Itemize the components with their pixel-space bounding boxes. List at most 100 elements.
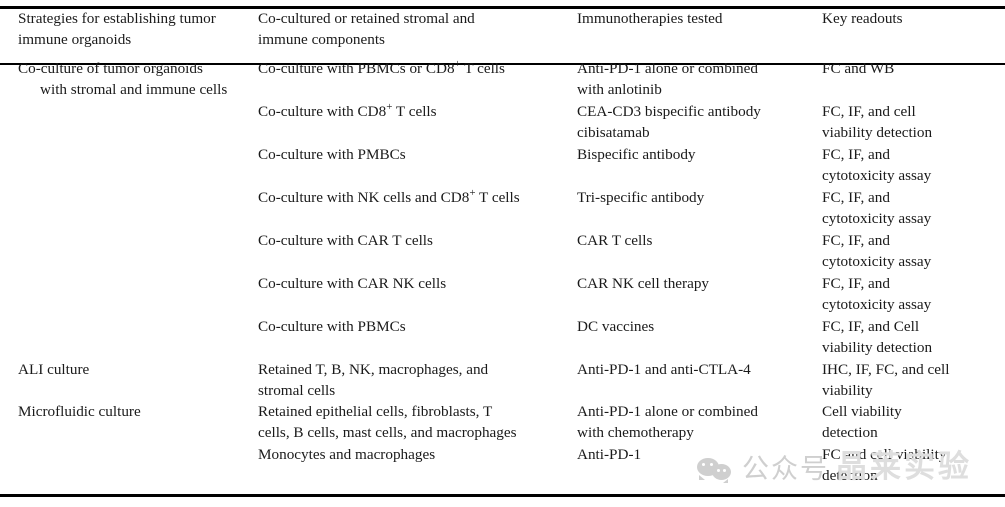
strategy-text: Microfluidic culture	[18, 403, 141, 421]
components-text: Co-culture with NK cells and CD8	[258, 188, 470, 206]
readout-line: viability	[822, 381, 873, 399]
cell-strategy: ALI culture	[0, 359, 258, 402]
cell-strategy: Microfluidic culture	[0, 401, 258, 444]
readout-line: cytotoxicity assay	[822, 295, 932, 313]
readout-line: detection	[822, 424, 878, 442]
header-line: immune organoids	[18, 31, 132, 49]
group-label-line: with stromal and immune cells	[40, 80, 228, 98]
bottom-rule	[0, 494, 1005, 497]
readout-line: viability detection	[822, 338, 933, 356]
cell-components: Co-culture with CD8+ T cells	[258, 101, 577, 144]
cell-components: Co-culture with CAR T cells	[258, 230, 577, 273]
readout-line: FC, IF, and	[822, 188, 890, 206]
components-line: stromal cells	[258, 381, 336, 399]
header-line: Key readouts	[822, 10, 903, 27]
table-row: Co-culture with PBMCs DC vaccines FC, IF…	[0, 316, 1005, 359]
cell-readout: FC, IF, and cell viability detection	[822, 101, 1005, 144]
cell-therapy: Anti-PD-1 alone or combined with chemoth…	[577, 401, 822, 444]
readout-line: IHC, IF, FC, and cell	[822, 360, 950, 378]
cell-readout: FC and WB	[822, 58, 1005, 101]
table-row: Co-culture with CAR T cells CAR T cells …	[0, 230, 1005, 273]
cell-components: Monocytes and macrophages	[258, 444, 577, 487]
therapy-line: Bispecific antibody	[577, 145, 696, 163]
table-header: Strategies for establishing tumor immune…	[0, 0, 1005, 51]
readout-line: Cell viability	[822, 403, 902, 421]
components-text: Co-culture with CAR T cells	[258, 231, 433, 249]
components-line: Monocytes and macrophages	[258, 445, 436, 463]
readout-line: cytotoxicity assay	[822, 209, 932, 227]
table-row: Co-culture with CD8+ T cells CEA-CD3 bis…	[0, 101, 1005, 144]
therapy-line: CEA-CD3 bispecific antibody	[577, 102, 761, 120]
readout-line: FC, IF, and	[822, 274, 890, 292]
table-row: Co-culture with CAR NK cells CAR NK cell…	[0, 273, 1005, 316]
gap-cell	[822, 51, 1005, 58]
therapy-line: CAR T cells	[577, 231, 653, 249]
therapy-line: with chemotherapy	[577, 424, 694, 442]
therapy-line: Anti-PD-1 alone or combined	[577, 403, 758, 421]
readout-line: detection	[822, 467, 878, 485]
readout-line: cytotoxicity assay	[822, 252, 932, 270]
cell-therapy: CAR NK cell therapy	[577, 273, 822, 316]
header-cell-strategies: Strategies for establishing tumor immune…	[0, 0, 258, 51]
cell-therapy: Anti-PD-1 alone or combined with anlotin…	[577, 58, 822, 101]
therapy-line: Tri-specific antibody	[577, 188, 705, 206]
readout-line: FC, IF, and Cell	[822, 317, 920, 335]
gap-cell	[258, 51, 577, 58]
table-row: Microfluidic culture Retained epithelial…	[0, 401, 1005, 444]
components-text-tail: T cells	[392, 102, 437, 120]
therapy-line: Anti-PD-1 alone or combined	[577, 59, 758, 77]
cell-components: Co-culture with PBMCs or CD8+ T cells	[258, 58, 577, 101]
header-line: Strategies for establishing tumor	[18, 10, 216, 27]
components-text: Co-culture with PBMCs	[258, 317, 406, 335]
header-row: Strategies for establishing tumor immune…	[0, 0, 1005, 51]
gap-cell	[0, 51, 258, 58]
components-text: Co-culture with CAR NK cells	[258, 274, 447, 292]
group-label-cell: Co-culture of tumor organoids with strom…	[0, 58, 258, 359]
components-text-tail: T cells	[460, 59, 505, 77]
therapy-line: with anlotinib	[577, 80, 662, 98]
cell-components: Retained epithelial cells, fibroblasts, …	[258, 401, 577, 444]
header-cell-readouts: Key readouts	[822, 0, 1005, 51]
superscript-plus: +	[386, 100, 393, 113]
cell-therapy: CEA-CD3 bispecific antibody cibisatamab	[577, 101, 822, 144]
cell-readout: FC, IF, and cytotoxicity assay	[822, 144, 1005, 187]
readout-line: FC, IF, and cell	[822, 102, 916, 120]
readout-line: FC, IF, and	[822, 231, 890, 249]
readout-line: FC and cell viability	[822, 445, 947, 463]
components-text: Co-culture with CD8	[258, 102, 387, 120]
cell-readout: Cell viability detection	[822, 401, 1005, 444]
cell-components: Co-culture with NK cells and CD8+ T cell…	[258, 187, 577, 230]
cell-components: Co-culture with PBMCs	[258, 316, 577, 359]
table-row: ALI culture Retained T, B, NK, macrophag…	[0, 359, 1005, 402]
table-row: Co-culture with PMBCs Bispecific antibod…	[0, 144, 1005, 187]
therapy-line: Anti-PD-1	[577, 445, 642, 463]
components-text: Co-culture with PMBCs	[258, 145, 406, 163]
readout-line: viability detection	[822, 123, 933, 141]
components-text-tail: T cells	[475, 188, 520, 206]
strategy-text: ALI culture	[18, 360, 90, 378]
cell-therapy: Bispecific antibody	[577, 144, 822, 187]
table-row: Monocytes and macrophages Anti-PD-1 FC a…	[0, 444, 1005, 487]
superscript-plus: +	[469, 186, 476, 199]
therapy-line: CAR NK cell therapy	[577, 274, 710, 292]
cell-readout: FC, IF, and Cell viability detection	[822, 316, 1005, 359]
cell-readout: FC, IF, and cytotoxicity assay	[822, 230, 1005, 273]
table-body: Co-culture of tumor organoids with strom…	[0, 51, 1005, 487]
header-cell-components: Co-cultured or retained stromal and immu…	[258, 0, 577, 51]
therapy-line: DC vaccines	[577, 317, 655, 335]
header-gap-row	[0, 51, 1005, 58]
cell-components: Co-culture with PMBCs	[258, 144, 577, 187]
cell-therapy: DC vaccines	[577, 316, 822, 359]
table-row: Co-culture with NK cells and CD8+ T cell…	[0, 187, 1005, 230]
cell-readout: IHC, IF, FC, and cell viability	[822, 359, 1005, 402]
cell-components: Co-culture with CAR NK cells	[258, 273, 577, 316]
cell-therapy: CAR T cells	[577, 230, 822, 273]
header-rule	[0, 63, 1005, 65]
header-line: Immunotherapies tested	[577, 10, 723, 27]
therapy-line: cibisatamab	[577, 123, 650, 141]
top-rule	[0, 6, 1005, 9]
header-cell-immunotherapies: Immunotherapies tested	[577, 0, 822, 51]
cell-readout: FC, IF, and cytotoxicity assay	[822, 187, 1005, 230]
cell-readout: FC, IF, and cytotoxicity assay	[822, 273, 1005, 316]
cell-therapy: Anti-PD-1 and anti-CTLA-4	[577, 359, 822, 402]
